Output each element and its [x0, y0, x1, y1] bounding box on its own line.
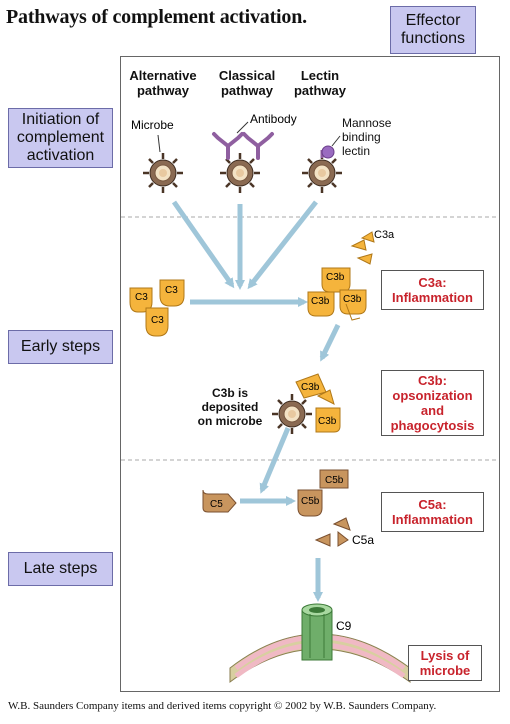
- label-c5a: C5a: [352, 533, 374, 547]
- label-c5b-a: C5b: [301, 496, 320, 507]
- label-c3b-a: C3b: [326, 272, 345, 283]
- microbe-lectin: [300, 151, 344, 195]
- effector-c3b-opsonization: C3b: opsonization and phagocytosis: [381, 370, 484, 436]
- stage-initiation: Initiation of complement activation: [8, 108, 113, 168]
- effector-c5a-inflammation: C5a: Inflammation: [381, 492, 484, 532]
- microbe-alternative: [141, 151, 185, 195]
- label-c5b-b: C5b: [325, 475, 344, 486]
- c5b-molecule: [297, 489, 323, 517]
- label-c5: C5: [210, 499, 223, 510]
- label-c3-a: C3: [135, 292, 148, 303]
- lectin-icon: [320, 135, 341, 159]
- effector-lysis-of-microbe: Lysis of microbe: [408, 645, 482, 681]
- label-antibody: Antibody: [250, 112, 297, 126]
- pathway-lectin: Lectin pathway: [293, 68, 346, 98]
- label-c3b-b: C3b: [311, 296, 330, 307]
- label-microbe: Microbe: [131, 118, 174, 132]
- label-c3-c: C3: [151, 315, 164, 326]
- effector-c3a-inflammation: C3a: Inflammation: [381, 270, 484, 310]
- label-c3b-e: C3b: [318, 416, 337, 427]
- label-c3b-c: C3b: [343, 294, 362, 305]
- label-c3b-d: C3b: [301, 382, 320, 393]
- effector-functions-header: Effector functions: [390, 6, 476, 54]
- label-c3b-deposited: C3b is deposited on microbe: [197, 386, 263, 428]
- stage-late-steps: Late steps: [8, 552, 113, 586]
- c3a-fragments: [350, 231, 375, 265]
- microbe-classical: [218, 151, 262, 195]
- label-c9: C9: [336, 619, 352, 633]
- pathway-alternative: Alternative pathway: [129, 68, 197, 98]
- stage-early-steps: Early steps: [8, 330, 113, 364]
- label-c3-b: C3: [165, 285, 178, 296]
- antibody-icon: [212, 132, 274, 160]
- membrane-pore: [229, 603, 411, 683]
- c5-molecule: [202, 489, 237, 513]
- page-title: Pathways of complement activation.: [6, 6, 307, 28]
- copyright-footer: W.B. Saunders Company items and derived …: [8, 700, 437, 712]
- c3b-deposited-microbe: [270, 392, 314, 436]
- label-c3a: C3a: [374, 229, 395, 241]
- label-mannose-binding-lectin: Mannose binding lectin: [342, 116, 392, 158]
- c5a-fragments: [314, 517, 351, 547]
- convergence-arrows: [171, 200, 341, 602]
- pathway-classical: Classical pathway: [218, 68, 276, 98]
